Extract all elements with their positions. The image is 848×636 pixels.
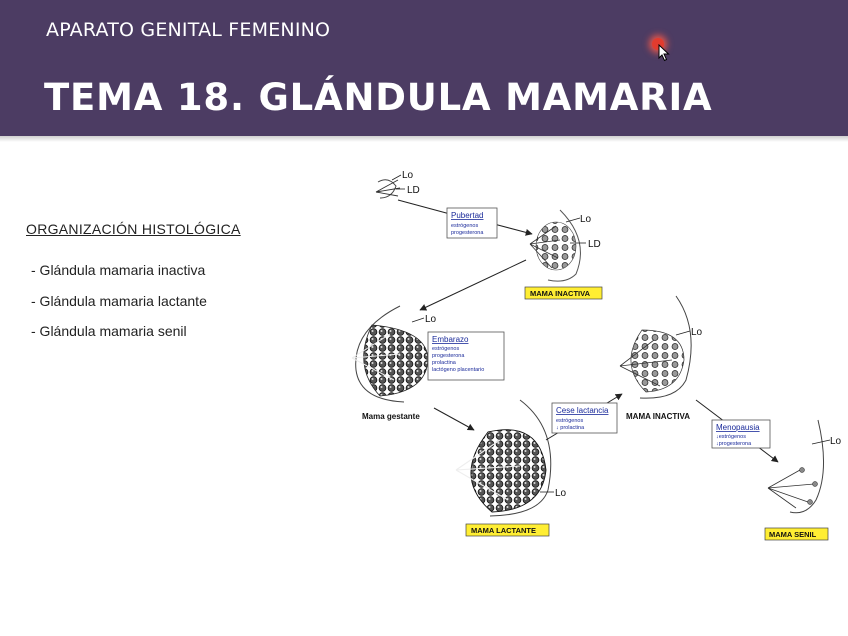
svg-text:MAMA SENIL: MAMA SENIL (769, 530, 817, 539)
cese-line: estrógenos (556, 418, 583, 424)
section-heading: ORGANIZACIÓN HISTOLÓGICA (26, 221, 241, 237)
embarazo-box: Embarazo estrógenos progesterona prolact… (427, 331, 505, 381)
header-divider (0, 136, 848, 142)
label-mama-gestante: Mama gestante (362, 412, 420, 421)
svg-text:MAMA LACTANTE: MAMA LACTANTE (471, 526, 536, 535)
embarazo-line: estrógenos (432, 346, 459, 352)
list-item: - Glándula mamaria lactante (31, 292, 207, 309)
pubertad-title: Pubertad (451, 211, 483, 220)
menopausia-title: Menopausia (716, 423, 760, 432)
embarazo-line: progesterona (432, 353, 465, 359)
cese-line: ↓ prolactina (556, 425, 585, 431)
label-lo: Lo (580, 214, 592, 225)
slide-header: APARATO GENITAL FEMENINO TEMA 18. GLÁNDU… (0, 0, 848, 136)
pregnant-breast: Lo Mama gestante (351, 305, 437, 421)
prepubertal-breast: Lo LD (375, 170, 420, 199)
lactating-breast: Lo (455, 399, 567, 517)
label-lo: Lo (425, 314, 437, 325)
embarazo-line: prolactina (432, 360, 457, 366)
senile-breast: Lo (767, 419, 842, 514)
pubertad-line: progesterona (451, 230, 484, 236)
svg-text:MAMA INACTIVA: MAMA INACTIVA (530, 289, 591, 298)
pubertad-box: Pubertad estrógenos progesterona (446, 207, 498, 239)
list-item: - Glándula mamaria senil (31, 323, 187, 339)
menopausia-box: Menopausia ↓estrógenos ↓progesterona (711, 419, 771, 449)
embarazo-title: Embarazo (432, 335, 469, 344)
mouse-pointer-icon (658, 44, 670, 62)
label-mama-inactiva: MAMA INACTIVA (626, 412, 690, 421)
label-lo: Lo (830, 436, 842, 447)
cese-title: Cese lactancia (556, 406, 609, 415)
label-lo: Lo (555, 488, 567, 499)
embarazo-line: lactógeno placentario (432, 367, 484, 373)
topic-list: - Glándula mamaria inactiva - Glándula m… (31, 262, 207, 354)
cese-lactancia-box: Cese lactancia estrógenos ↓ prolactina (551, 402, 618, 434)
badge-mama-inactiva: MAMA INACTIVA (524, 286, 603, 300)
label-ld: LD (588, 239, 601, 250)
menopausia-line: ↓estrógenos (716, 434, 746, 440)
badge-mama-senil: MAMA SENIL (764, 527, 829, 541)
badge-mama-lactante: MAMA LACTANTE (465, 523, 550, 537)
post-lactation-breast: Lo MAMA INACTIVA (619, 295, 703, 421)
label-lo: Lo (691, 327, 703, 338)
list-item: - Glándula mamaria inactiva (31, 262, 206, 278)
label-lo: Lo (402, 170, 414, 181)
slide-title: TEMA 18. GLÁNDULA MAMARIA (44, 76, 713, 119)
label-ld: LD (407, 185, 420, 196)
slide-subtitle: APARATO GENITAL FEMENINO (46, 19, 331, 41)
pubertal-breast: Lo LD (529, 209, 601, 282)
menopausia-line: ↓progesterona (716, 441, 752, 447)
pubertad-line: estrógenos (451, 223, 478, 229)
